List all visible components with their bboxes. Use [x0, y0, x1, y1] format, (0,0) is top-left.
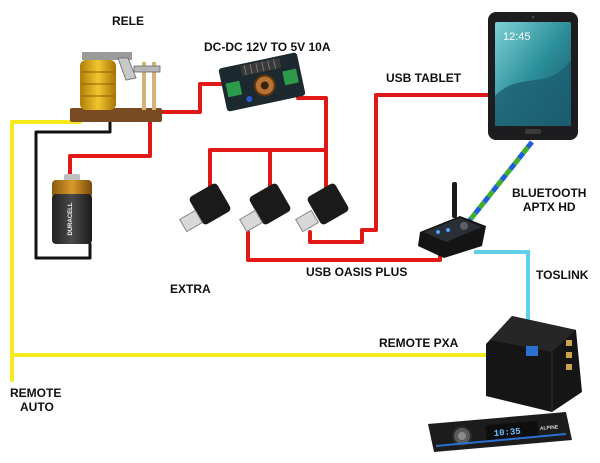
relay-armature [117, 57, 137, 81]
pxa-connector [566, 364, 572, 370]
bluetooth-label-line1: BLUETOOTH [512, 186, 587, 200]
converter-terminal [282, 68, 299, 86]
usb-plug-oasis-body [249, 183, 291, 225]
power-wire-tablet-plug [308, 228, 364, 244]
tablet-home-button [525, 129, 541, 134]
receiver-led [436, 230, 440, 234]
converter-terminal [225, 80, 243, 98]
tablet-camera [531, 15, 535, 19]
usb-plug-extra [179, 183, 231, 233]
power-wire-to-tablet [360, 93, 492, 232]
receiver-knob [460, 222, 468, 230]
toslink-cable [474, 250, 530, 326]
head-unit-knob-ring [458, 432, 466, 440]
receiver-led [446, 228, 450, 232]
remote-wire-auto [10, 120, 82, 382]
head-unit-accent-line [435, 433, 567, 447]
remote-auto-label-line2: AUTO [20, 400, 54, 414]
usb-plug-oasis-connector [239, 209, 263, 233]
pxa-processor [486, 316, 582, 412]
battery-brand: DURACELL [68, 202, 74, 235]
relay-frame [82, 52, 132, 60]
remote-auto-label-line1: REMOTE [10, 386, 62, 400]
receiver-antenna [452, 182, 457, 218]
bluetooth-link-blue [460, 140, 534, 232]
battery-top [52, 180, 92, 198]
remote-wires [10, 120, 492, 382]
converter-trimmer [246, 96, 253, 103]
extra-label: EXTRA [170, 282, 211, 296]
usb-tablet-label: USB TABLET [386, 71, 462, 85]
battery-body [52, 194, 92, 244]
relay-label: RELE [112, 14, 145, 28]
relay [70, 52, 162, 122]
pxa-logo-badge [526, 346, 538, 356]
dc-dc-converter [218, 52, 306, 112]
bluetooth-link-green [460, 140, 534, 232]
toslink-label: TOSLINK [536, 268, 589, 282]
head-unit-display-bg [485, 420, 539, 442]
tablet: 12:45 [488, 12, 578, 140]
pxa-top-face [490, 316, 576, 352]
remote-pxa-label: REMOTE PXA [379, 336, 459, 350]
power-wire-relay-to-battery [68, 118, 152, 184]
relay-base [70, 108, 162, 122]
relay-contact-bar [133, 65, 161, 73]
usb-oasis-label: USB OASIS PLUS [306, 265, 408, 279]
pxa-connector [566, 352, 572, 358]
converter-heatsink [240, 57, 282, 76]
converter-label: DC-DC 12V TO 5V 10A [204, 40, 331, 54]
usb-plug-oasis [239, 183, 291, 233]
head-unit-brand: ALPINE [540, 424, 559, 432]
remote-auto-label: REMOTE AUTO [10, 386, 61, 414]
usb-plug-extra-connector [179, 209, 203, 233]
usb-plug-tablet [295, 183, 349, 233]
converter-inductor-core [260, 81, 269, 90]
bluetooth-receiver [418, 182, 486, 258]
ground-wire-relay [34, 120, 112, 260]
pxa-connector [566, 340, 572, 346]
bluetooth-link [460, 140, 534, 232]
power-wire-usb-oasis [246, 230, 442, 262]
relay-contact-post [152, 62, 156, 110]
usb-plug-tablet-body [307, 183, 349, 225]
battery: DURACELL [52, 174, 92, 244]
tablet-clock: 12:45 [503, 31, 531, 43]
power-wire-converter-to-tablet [296, 96, 328, 152]
power-wire-relay-to-converter [158, 82, 238, 114]
bluetooth-label: BLUETOOTH APTX HD [512, 186, 586, 214]
receiver-top-panel [424, 218, 482, 242]
relay-coil [80, 60, 116, 110]
usb-plug-extra-body [189, 183, 231, 225]
head-unit-display-time: 10:35 [493, 427, 521, 439]
usb-plug-tablet-connector [295, 209, 319, 233]
ground-wires [34, 120, 112, 260]
bluetooth-label-line2: APTX HD [522, 200, 576, 214]
relay-contact-post [142, 62, 146, 110]
tablet-wallpaper-wave [495, 60, 571, 126]
head-unit: 10:35 ALPINE [428, 412, 572, 452]
